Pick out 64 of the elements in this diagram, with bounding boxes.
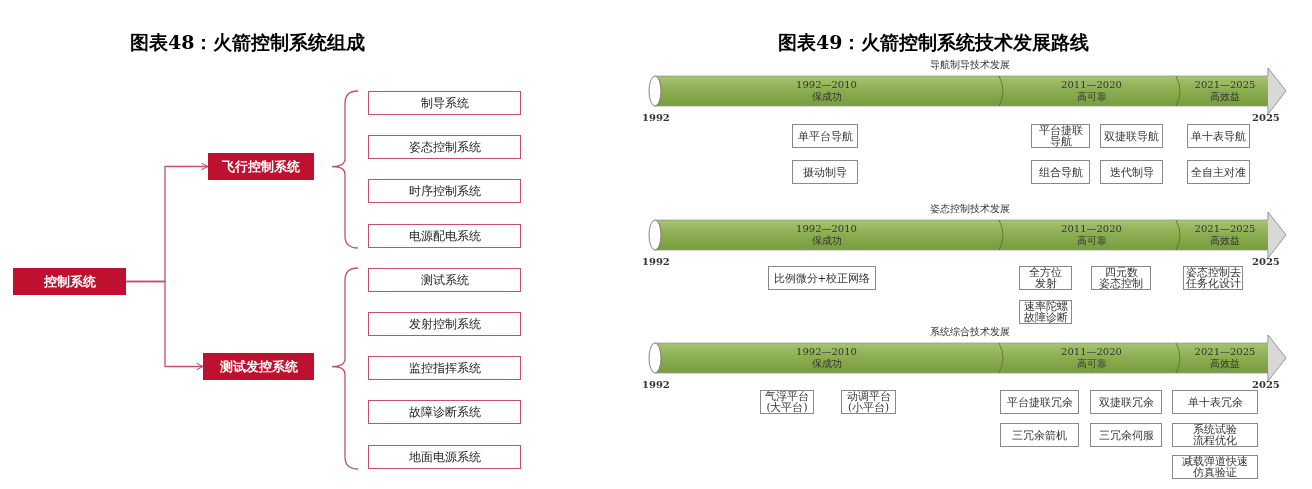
subsystem-box: 姿态控制系统 xyxy=(368,135,521,159)
timeline-heading: 系统综合技术发展 xyxy=(930,325,1010,339)
timeline-heading: 导航制导技术发展 xyxy=(930,58,1010,72)
figure-title: 图表49：火箭控制系统技术发展路线 xyxy=(778,30,1090,55)
phase-label: 保成功 xyxy=(811,91,842,103)
technology-box: 速率陀螺故障诊断 xyxy=(1019,300,1072,324)
technology-box: 姿态控制去任务化设计 xyxy=(1183,266,1243,290)
period-label: 1992—2010 xyxy=(796,346,857,358)
category-box: 测试发控系统 xyxy=(203,353,314,380)
technology-box: 四元数姿态控制 xyxy=(1091,266,1151,290)
period-label: 2011—2020 xyxy=(1061,223,1122,235)
category-box: 控制系统 xyxy=(13,268,126,295)
category-box: 飞行控制系统 xyxy=(208,153,314,180)
technology-box: 平台捷联导航 xyxy=(1031,124,1090,148)
technology-box: 单十表导航 xyxy=(1187,124,1250,148)
phase-label: 高可靠 xyxy=(1076,235,1107,247)
year-label: 2025 xyxy=(1252,256,1280,267)
technology-box: 三冗余箭机 xyxy=(1000,423,1079,447)
subsystem-box: 电源配电系统 xyxy=(368,224,521,248)
phase-label: 高可靠 xyxy=(1076,91,1107,103)
technology-box: 系统试验流程优化 xyxy=(1172,423,1258,447)
phase-label: 高可靠 xyxy=(1076,358,1107,370)
technology-box: 全自主对准 xyxy=(1187,160,1250,184)
figure-title: 图表48：火箭控制系统组成 xyxy=(130,30,366,55)
phase-label: 保成功 xyxy=(811,235,842,247)
subsystem-box: 测试系统 xyxy=(368,268,521,292)
technology-box: 组合导航 xyxy=(1031,160,1090,184)
period-label: 2021—2025 xyxy=(1194,79,1256,91)
technology-box: 三冗余伺服 xyxy=(1090,423,1162,447)
period-label: 2021—2025 xyxy=(1194,346,1256,358)
period-label: 1992—2010 xyxy=(796,223,857,235)
period-label: 2011—2020 xyxy=(1061,79,1122,91)
technology-box: 比例微分+校正网络 xyxy=(768,266,876,290)
year-label: 2025 xyxy=(1252,112,1280,123)
technology-box: 摄动制导 xyxy=(792,160,858,184)
subsystem-box: 故障诊断系统 xyxy=(368,400,521,424)
technology-box: 双捷联冗余 xyxy=(1090,390,1162,414)
technology-box: 气浮平台(大平台) xyxy=(760,390,814,414)
period-label: 2011—2020 xyxy=(1061,346,1122,358)
phase-label: 高效益 xyxy=(1210,235,1240,247)
year-label: 1992 xyxy=(642,112,670,123)
subsystem-box: 监控指挥系统 xyxy=(368,356,521,380)
year-label: 1992 xyxy=(642,256,670,267)
subsystem-box: 制导系统 xyxy=(368,91,521,115)
technology-box: 动调平台(小平台) xyxy=(841,390,896,414)
technology-box: 全方位发射 xyxy=(1019,266,1072,290)
timeline-heading: 姿态控制技术发展 xyxy=(930,202,1010,216)
subsystem-box: 地面电源系统 xyxy=(368,445,521,469)
technology-box: 平台捷联冗余 xyxy=(1000,390,1079,414)
technology-box: 双捷联导航 xyxy=(1100,124,1163,148)
period-label: 1992—2010 xyxy=(796,79,857,91)
subsystem-box: 时序控制系统 xyxy=(368,179,521,203)
technology-box: 迭代制导 xyxy=(1100,160,1163,184)
technology-box: 单十表冗余 xyxy=(1172,390,1258,414)
technology-box: 单平台导航 xyxy=(792,124,858,148)
phase-label: 高效益 xyxy=(1210,91,1240,103)
phase-label: 保成功 xyxy=(811,358,842,370)
phase-label: 高效益 xyxy=(1210,358,1240,370)
year-label: 2025 xyxy=(1252,379,1280,390)
technology-box: 减载弹道快速仿真验证 xyxy=(1172,455,1258,479)
period-label: 2021—2025 xyxy=(1194,223,1256,235)
subsystem-box: 发射控制系统 xyxy=(368,312,521,336)
arrow xyxy=(125,280,204,371)
year-label: 1992 xyxy=(642,379,670,390)
